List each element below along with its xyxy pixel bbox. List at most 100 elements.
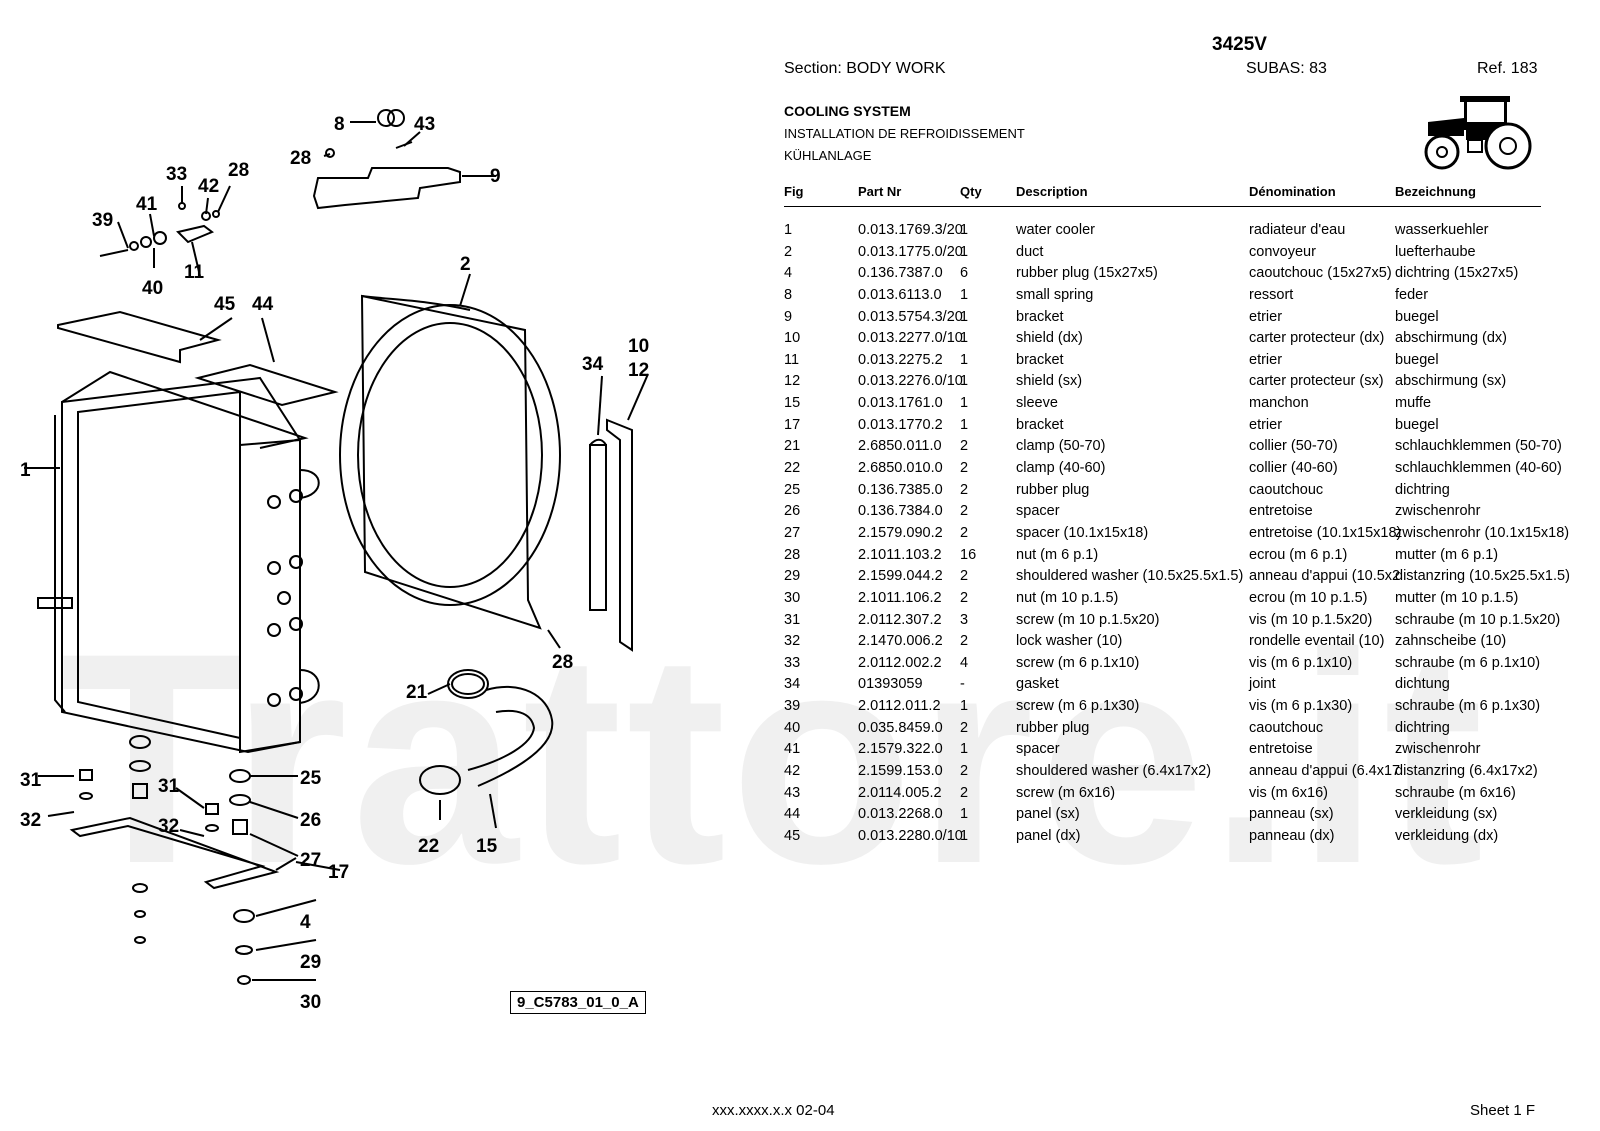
table-cell-part-nr: 0.013.2280.0/10: [858, 827, 963, 844]
table-cell-qty: 2: [960, 719, 969, 736]
table-cell-d-nomination: caoutchouc (15x27x5): [1249, 265, 1392, 282]
table-cell-d-nomination: vis (m 6 p.1x30): [1249, 698, 1353, 715]
table-cell-fig: 15: [784, 395, 801, 412]
table-cell-description: rubber plug: [1016, 481, 1090, 498]
table-cell-qty: 6: [960, 265, 969, 282]
table-cell-d-nomination: ecrou (m 10 p.1.5): [1249, 589, 1368, 606]
table-cell-part-nr: 2.0112.002.2: [858, 654, 942, 671]
bracket-9: [312, 167, 461, 210]
table-cell-bezeichnung: schlauchklemmen (40-60): [1395, 460, 1562, 477]
table-cell-fig: 25: [784, 481, 801, 498]
table-cell-qty: 4: [960, 654, 969, 671]
table-cell-qty: 1: [960, 395, 969, 412]
table-cell-fig: 30: [784, 589, 801, 606]
diagram-code: 9_C5783_01_0_A: [510, 991, 646, 1014]
ref-label: Ref. 183: [1477, 60, 1538, 77]
table-cell-description: clamp (50-70): [1016, 438, 1106, 455]
table-cell-description: small spring: [1016, 286, 1094, 303]
callout-32: 32: [20, 810, 41, 831]
callout-44: 44: [252, 294, 274, 315]
table-cell-bezeichnung: schraube (m 6 p.1x30): [1395, 698, 1541, 715]
table-cell-part-nr: 01393059: [858, 676, 923, 693]
table-cell-part-nr: 0.013.5754.3/20: [858, 308, 963, 325]
callout-4: 4: [300, 912, 311, 933]
table-cell-d-nomination: anneau d'appui (10.5x2: [1249, 568, 1401, 585]
table-cell-description: water cooler: [1016, 222, 1095, 238]
table-cell-qty: 16: [960, 546, 977, 563]
table-cell-bezeichnung: buegel: [1395, 351, 1439, 368]
table-cell-fig: 29: [784, 568, 801, 585]
table-cell-d-nomination: panneau (sx): [1249, 806, 1334, 823]
table-cell-qty: 2: [960, 481, 969, 498]
table-cell-part-nr: 0.013.2276.0/10: [858, 373, 963, 390]
radiator-frame: [61, 376, 301, 754]
table-cell-qty: 2: [960, 460, 969, 477]
table-cell-part-nr: 2.1599.153.0: [858, 763, 943, 780]
table-cell-part-nr: 2.1011.106.2: [858, 589, 942, 606]
callout-32: 32: [158, 816, 179, 837]
table-cell-d-nomination: entretoise (10.1x15x18): [1249, 524, 1402, 541]
table-cell-fig: 31: [784, 611, 801, 628]
table-cell-part-nr: 0.013.2277.0/10: [858, 330, 963, 347]
table-cell-description: shouldered washer (10.5x25.5x1.5): [1016, 568, 1244, 585]
table-cell-d-nomination: ressort: [1249, 286, 1294, 303]
table-cell-part-nr: 2.6850.010.0: [858, 460, 943, 477]
callout-28: 28: [290, 148, 311, 169]
radiator-side: [239, 438, 301, 754]
table-cell-part-nr: 2.1579.322.0: [858, 741, 943, 758]
table-cell-bezeichnung: zwischenrohr (10.1x15x18): [1395, 524, 1570, 541]
table-cell-qty: 1: [960, 330, 969, 347]
table-cell-description: nut (m 10 p.1.5): [1016, 589, 1119, 606]
table-cell-part-nr: 0.013.1775.0/20: [858, 243, 963, 260]
table-cell-bezeichnung: dichtring: [1395, 481, 1450, 498]
table-cell-part-nr: 0.013.2275.2: [858, 351, 943, 368]
callout-26: 26: [300, 810, 321, 831]
table-cell-qty: 2: [960, 438, 969, 455]
table-cell-qty: -: [960, 676, 965, 693]
callout-15: 15: [476, 836, 498, 857]
table-cell-qty: 2: [960, 763, 969, 780]
table-cell-description: duct: [1016, 243, 1044, 260]
table-cell-description: bracket: [1016, 308, 1064, 325]
table-cell-d-nomination: carter protecteur (dx): [1249, 330, 1385, 347]
table-cell-d-nomination: vis (m 6x16): [1249, 784, 1328, 801]
table-cell-fig: 11: [784, 351, 800, 368]
table-cell-d-nomination: etrier: [1249, 351, 1283, 368]
table-cell-part-nr: 2.1599.044.2: [858, 568, 943, 585]
table-cell-bezeichnung: schraube (m 6x16): [1395, 784, 1516, 801]
table-cell-part-nr: 0.013.1769.3/20: [858, 222, 963, 238]
gasket-34: [589, 444, 607, 611]
table-cell-qty: 2: [960, 568, 969, 585]
table-cell-bezeichnung: zwischenrohr: [1395, 741, 1481, 758]
callout-43: 43: [414, 114, 435, 135]
col-denomination: Dénomination: [1249, 184, 1336, 199]
callout-27: 27: [300, 850, 321, 871]
table-cell-description: nut (m 6 p.1): [1016, 546, 1099, 563]
callout-17: 17: [328, 862, 349, 883]
table-cell-description: rubber plug (15x27x5): [1016, 265, 1158, 282]
table-cell-part-nr: 2.0114.005.2: [858, 784, 942, 801]
col-description: Description: [1016, 184, 1088, 199]
table-row: 29 2.1599.044.2 2 shouldered washer (10.5x2…: [784, 568, 1594, 590]
table-cell-d-nomination: caoutchouc: [1249, 719, 1324, 736]
table-cell-fig: 2: [784, 243, 793, 260]
radiator-front-core: [77, 390, 241, 740]
callout-8: 8: [334, 114, 345, 135]
col-bezeichnung: Bezeichnung: [1395, 184, 1476, 199]
table-cell-d-nomination: vis (m 10 p.1.5x20): [1249, 611, 1373, 628]
col-qty: Qty: [960, 184, 982, 199]
table-cell-bezeichnung: luefterhaube: [1395, 243, 1476, 260]
table-cell-bezeichnung: distanzring (6.4x17x2): [1395, 763, 1538, 780]
table-cell-description: screw (m 6 p.1x10): [1016, 654, 1140, 671]
table-cell-description: bracket: [1016, 416, 1064, 433]
callout-9: 9: [490, 166, 501, 187]
callout-2: 2: [460, 254, 471, 275]
table-cell-d-nomination: rondelle eventail (10): [1249, 633, 1385, 650]
